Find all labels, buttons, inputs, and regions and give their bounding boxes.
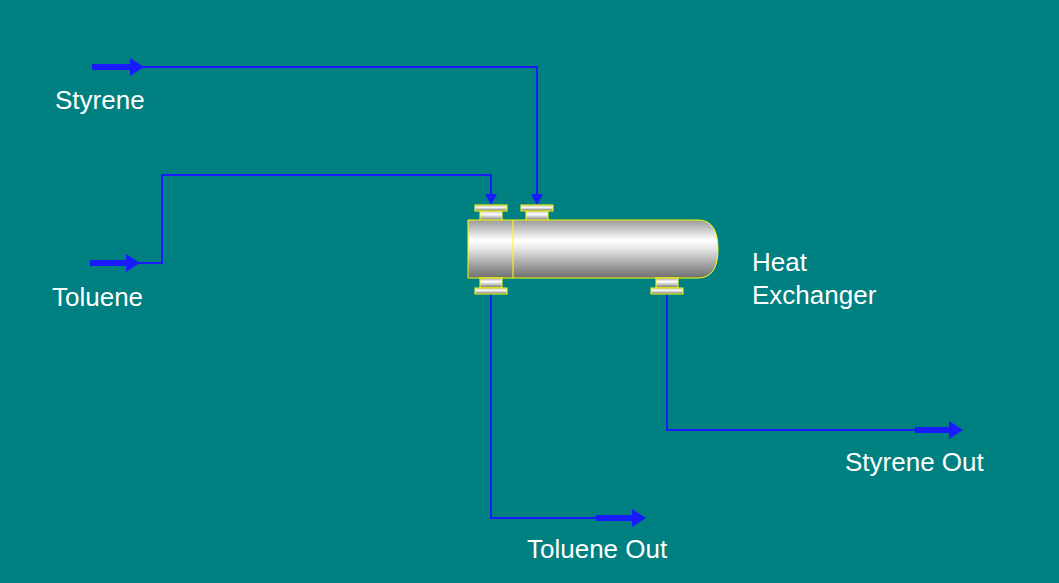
nozzle [526,210,548,221]
stream-arrowhead [949,421,963,439]
channel-divider [513,220,514,278]
stream-arrowhead [130,58,144,76]
nozzle-flange [521,205,553,211]
stream-label: Styrene Out [845,446,984,479]
stream-stub [92,64,132,70]
feed-line [92,67,537,196]
nozzle [480,278,502,288]
exchanger-shell [466,203,722,295]
stream-label: Toluene Out [527,533,667,566]
inlet-arrowhead [485,194,497,205]
product-line [491,293,600,518]
stream-arrowhead [126,254,140,272]
stream-label: Styrene [55,84,145,117]
stream-stub [596,515,634,521]
nozzle-flange [475,288,507,294]
product-line [667,293,920,430]
nozzle [656,278,678,288]
nozzle-flange [475,205,507,211]
inlet-arrowhead [531,194,543,205]
nozzle [480,210,502,221]
equipment-label: Heat Exchanger [752,246,902,312]
stream-arrowhead [632,509,646,527]
shell-body [468,220,718,278]
stream-stub [915,427,951,433]
nozzle-flange [651,288,683,294]
feed-line [90,175,491,263]
stream-stub [90,260,128,266]
stream-label: Toluene [52,281,143,314]
heat-exchanger: Heat Exchanger [466,203,722,295]
